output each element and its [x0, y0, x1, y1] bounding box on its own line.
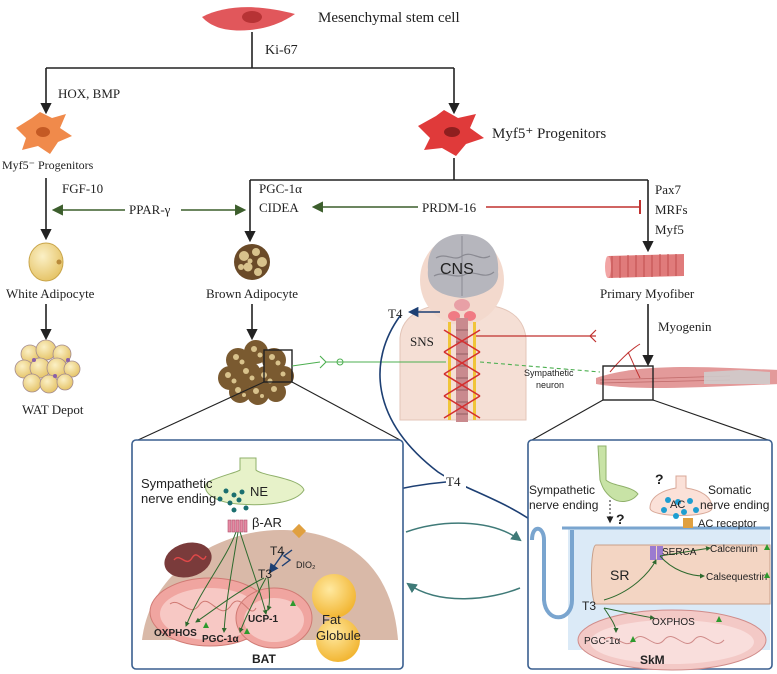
bat-title: BAT: [252, 652, 276, 666]
skm-ac-receptor-label: AC receptor: [698, 518, 757, 530]
skm-zoom-box: [602, 365, 654, 401]
myf5-positive-progenitor-icon: [418, 110, 484, 156]
skm-sr-label: SR: [610, 567, 629, 583]
sympathetic-neuron-label-1: Sympathetic: [524, 368, 574, 378]
crosstalk-skm-to-bat: [406, 582, 521, 600]
ki67-label: Ki-67: [265, 43, 298, 58]
bat-beta-ar-label: β-AR: [252, 515, 282, 530]
skm-calsequestrin-label: Calsequestrin: [706, 572, 767, 583]
mesenchymal-stem-cell-icon: [202, 7, 295, 31]
bat-t3-label: T3: [258, 567, 272, 581]
human-body-icon: [399, 234, 527, 422]
sns-label: SNS: [410, 334, 434, 349]
skm-panel: [527, 439, 773, 671]
skm-zoom-line-right: [652, 399, 769, 441]
sympathetic-neuron-to-bat: [291, 355, 446, 369]
brown-adipocyte-label: Brown Adipocyte: [206, 286, 298, 301]
pax7-label: Pax7: [655, 182, 682, 197]
t4-mid-bg: [444, 474, 466, 490]
pparg-label-bg: [125, 202, 181, 218]
bat-dio2-label: DIO₂: [296, 560, 316, 570]
myf5-label: Myf5: [655, 222, 684, 237]
cns-label: CNS: [440, 261, 474, 278]
crosstalk-bat-to-skm: [405, 522, 522, 542]
skm-somatic-label-1: Somatic: [708, 483, 751, 497]
pparg-label: PPAR-γ: [129, 202, 171, 217]
skm-serca-label: SERCA: [662, 547, 697, 558]
skeletal-muscle-icon: [596, 343, 777, 388]
skm-t3-label: T3: [582, 599, 596, 613]
fgf10-label: FGF-10: [62, 181, 103, 196]
sns-muscle-terminal: [589, 329, 597, 343]
brown-adipocyte-icon: [234, 244, 270, 280]
bat-oxphos-label: OXPHOS: [154, 628, 197, 639]
bat-zoom-line-left: [137, 381, 265, 441]
white-adipocyte-label: White Adipocyte: [6, 286, 95, 301]
myf5neg-label: Myf5⁻ Progenitors: [2, 158, 94, 172]
skm-oxphos-label: OXPHOS: [652, 617, 695, 628]
primary-myofiber-icon: [605, 254, 684, 278]
prdm16-label: PRDM-16: [422, 200, 477, 215]
skm-somatic-label-2: nerve ending: [700, 498, 769, 512]
myf5-negative-progenitor-icon: [16, 112, 72, 154]
t4-mid-label: T4: [446, 474, 461, 489]
bat-panel: [131, 439, 404, 670]
bat-zoom-line-right: [291, 381, 401, 441]
skm-question-2: ?: [616, 511, 625, 527]
sympathetic-neuron-label-2: neuron: [536, 380, 564, 390]
skm-title: SkM: [640, 653, 665, 667]
msc-label: Mesenchymal stem cell: [318, 10, 460, 26]
bat-fat-label-2: Globule: [316, 628, 361, 643]
hox-bmp-label: HOX, BMP: [58, 86, 120, 101]
skm-question-1: ?: [655, 471, 664, 487]
pgc1a-label: PGC-1α: [259, 181, 302, 196]
increase-markers: [203, 544, 770, 642]
bat-cluster-icon: [218, 340, 294, 405]
skm-pgc1a-label: PGC-1α: [584, 636, 621, 647]
neuron-body-left: [336, 358, 344, 366]
skm-calcenurin-label: Calcenurin: [710, 544, 758, 555]
bat-pgc1a-label: PGC-1α: [202, 634, 240, 645]
bat-t4-label: T4: [270, 544, 284, 558]
bat-ucp1-label: UCP-1: [248, 614, 278, 625]
wat-depot-label: WAT Depot: [22, 402, 84, 417]
myogenin-label: Myogenin: [658, 319, 712, 334]
skm-ac-label: AC: [670, 499, 685, 511]
skm-zoom-line-left: [531, 399, 604, 441]
primary-myofiber-label: Primary Myofiber: [600, 286, 695, 301]
white-adipocyte-icon: [28, 242, 64, 282]
bat-symp-label-1: Sympathetic: [141, 476, 213, 491]
wat-depot-icon: [14, 339, 81, 394]
bat-ne-label: NE: [250, 484, 268, 499]
skm-symp-label-1: Sympathetic: [529, 483, 595, 497]
t4-brain-label: T4: [388, 306, 403, 321]
sympathetic-neuron-to-skm: [479, 361, 601, 373]
mrfs-label: MRFs: [655, 202, 688, 217]
bat-symp-label-2: nerve ending: [141, 491, 216, 506]
skm-symp-label-2: nerve ending: [529, 498, 598, 512]
myf5pos-label: Myf5⁺ Progenitors: [492, 126, 606, 142]
bat-fat-label-1: Fat: [322, 612, 341, 627]
cidea-label: CIDEA: [259, 200, 299, 215]
